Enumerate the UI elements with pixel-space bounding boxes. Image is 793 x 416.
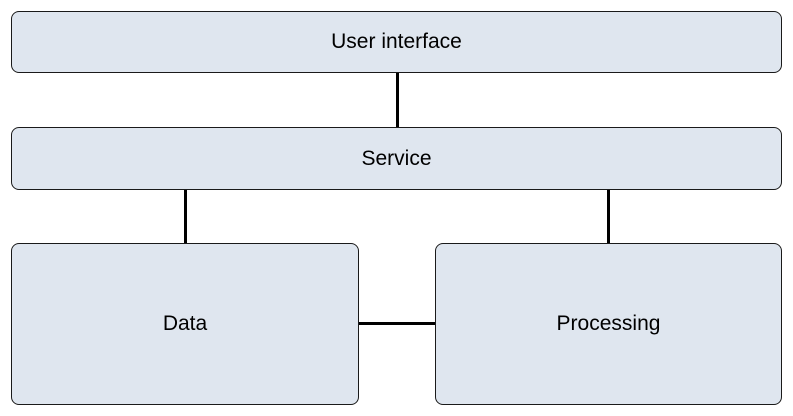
node-label-user-interface: User interface bbox=[331, 30, 462, 53]
node-user-interface: User interface bbox=[11, 11, 782, 73]
connector-data-processing bbox=[359, 322, 435, 325]
node-processing: Processing bbox=[435, 243, 782, 405]
node-data: Data bbox=[11, 243, 359, 405]
node-label-data: Data bbox=[162, 312, 208, 335]
connector-service-data bbox=[184, 190, 187, 243]
connector-user-interface-service bbox=[396, 73, 399, 127]
node-label-service: Service bbox=[361, 146, 432, 170]
node-service: Service bbox=[11, 127, 782, 190]
node-label-processing: Processing bbox=[556, 312, 661, 335]
connector-service-processing bbox=[607, 190, 610, 243]
